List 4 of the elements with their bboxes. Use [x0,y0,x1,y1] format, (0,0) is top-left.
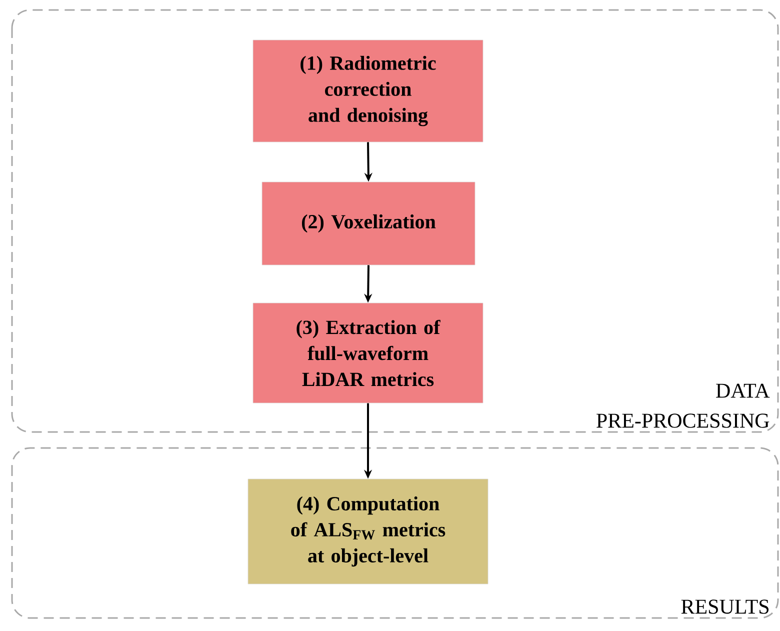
process-box: (3) Extraction of full-waveform LiDAR metrics [252,302,484,404]
process-box: (2) Voxelization [262,182,476,266]
process-box: (4) Computation of ALS$_{FW}$ metrics at object-level [248,478,488,584]
process-box: (1) Radiometric correction and denoising [252,40,484,142]
